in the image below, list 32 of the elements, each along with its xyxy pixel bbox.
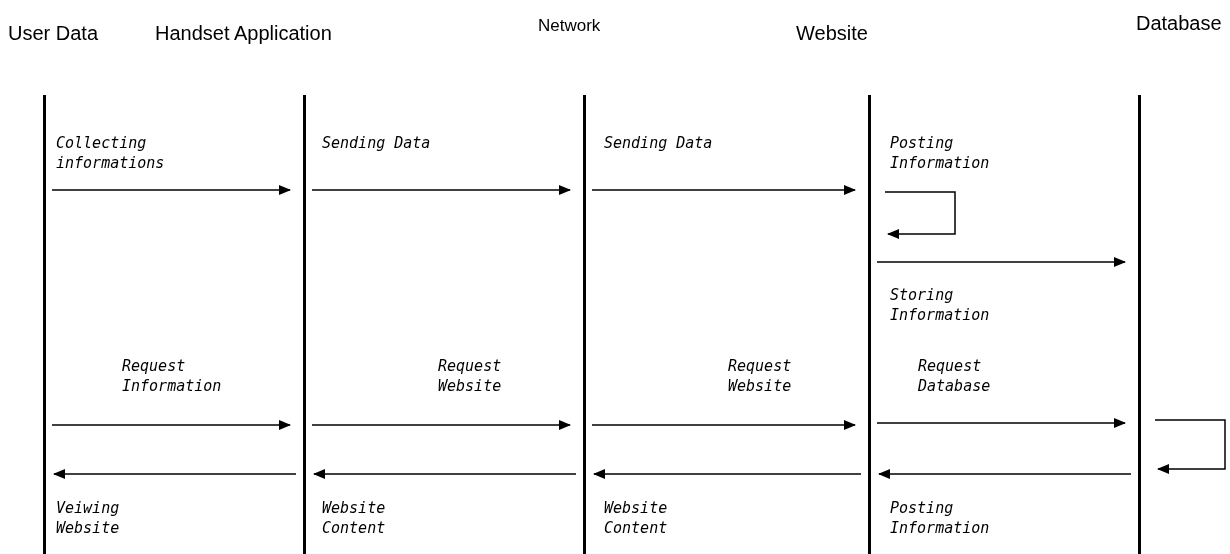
edge-label: Request Information: [122, 356, 223, 396]
arrow: [878, 469, 1132, 479]
arrow: [876, 418, 1126, 428]
arrow: [311, 185, 571, 195]
self-loop-arrow: [1154, 419, 1226, 474]
edge-label: Website Content: [322, 498, 387, 538]
lifeline-header: Network: [538, 16, 601, 36]
edge-label: Storing Information: [890, 285, 991, 325]
edge-label: Posting Information: [890, 498, 991, 538]
edge-label: Request Website: [728, 356, 793, 396]
arrow: [876, 257, 1126, 267]
lifeline-header: Website: [796, 22, 868, 45]
edge-label: Request Website: [438, 356, 503, 396]
edge-label: Posting Information: [890, 133, 991, 173]
arrow: [313, 469, 577, 479]
edge-label: Website Content: [604, 498, 669, 538]
arrow: [591, 420, 856, 430]
arrow: [591, 185, 856, 195]
arrow: [593, 469, 862, 479]
arrow: [311, 420, 571, 430]
lifeline-header: Handset Application: [155, 22, 332, 45]
arrow: [51, 420, 291, 430]
edge-label: Sending Data: [322, 133, 432, 153]
edge-label: Veiwing Website: [56, 498, 121, 538]
lifeline-header: User Data: [8, 22, 99, 45]
self-loop-arrow: [884, 191, 956, 239]
arrow: [53, 469, 297, 479]
edge-label: Sending Data: [604, 133, 714, 153]
lifeline-header: Database: [1136, 12, 1222, 35]
edge-label: Collecting informations: [56, 133, 166, 173]
edge-label: Request Database: [918, 356, 992, 396]
arrow: [51, 185, 291, 195]
